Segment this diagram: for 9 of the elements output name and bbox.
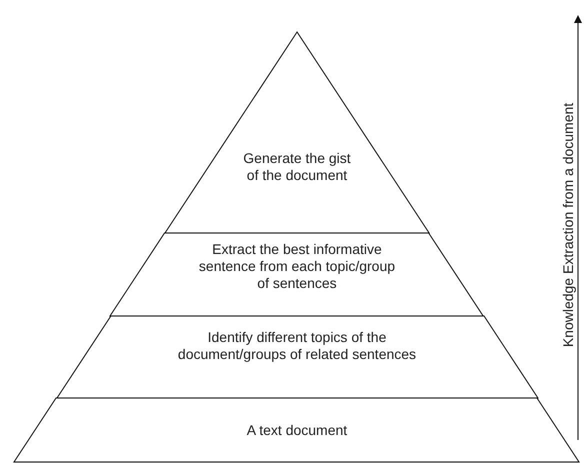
pyramid-tier bbox=[14, 398, 580, 462]
tier-text: A text document bbox=[246, 422, 348, 439]
tier-text: Extract the best informative sentence from each topic/group of sentences bbox=[198, 241, 396, 292]
pyramid-tier bbox=[56, 316, 538, 398]
tier-text: Generate the gist of the document bbox=[242, 150, 352, 184]
tier-text: Identify different topics of the document/groups of related sentences bbox=[176, 329, 418, 363]
pyramid-tier bbox=[110, 233, 484, 316]
pyramid-tier bbox=[164, 32, 430, 233]
axis-label: Knowledge Extraction from a document bbox=[560, 102, 576, 348]
